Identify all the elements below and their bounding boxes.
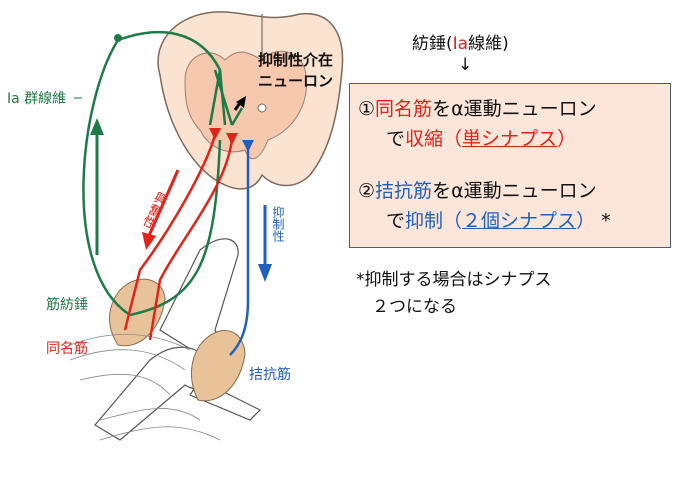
- box-line4-type: ２個シナプス: [462, 210, 577, 232]
- box-line2-pre: で: [386, 128, 406, 150]
- dorsal-root-ganglion: [114, 34, 122, 42]
- box-line2-close: ）: [557, 128, 577, 150]
- interneuron-label-line2: ニューロン: [258, 72, 334, 90]
- box-line2-type: 単シナプス: [462, 128, 558, 150]
- alpha-motor-fibers: [123, 134, 234, 341]
- box-line3-mid: をα運動ニューロン: [432, 180, 597, 202]
- box-line4-close: ）: [576, 210, 596, 232]
- box-line-1: ①同名筋をα運動ニューロン: [358, 94, 597, 121]
- box-line3-muscle: 拮抗筋: [375, 180, 433, 202]
- inhibitory-label: 抑制性: [271, 206, 285, 242]
- box-line2-open: （: [443, 128, 463, 150]
- spindle-fiber-header: 紡錘(Ia線維): [412, 29, 509, 54]
- box-line2-action: 収縮: [405, 128, 444, 150]
- box-line1-number: ①: [358, 98, 376, 120]
- blue-synapse-arrow: [242, 140, 254, 152]
- interneuron-label: 抑制性介在 ニューロン: [258, 50, 333, 92]
- box-line1-muscle: 同名筋: [375, 98, 433, 120]
- muscle-spindle-label: 筋紡錘: [46, 297, 88, 313]
- down-arrow-icon: ↓: [458, 55, 473, 75]
- box-line4-action: 抑制: [405, 210, 444, 232]
- excitatory-arrow: [146, 169, 180, 239]
- central-canal: [257, 103, 267, 113]
- red-synapse-arrow-2: [226, 133, 238, 145]
- box-line3-number: ②: [358, 180, 376, 202]
- info-box: ①同名筋をα運動ニューロン で収縮（単シナプス） ②拮抗筋をα運動ニューロン で…: [349, 83, 671, 248]
- box-line-2: で収縮（単シナプス）: [386, 124, 576, 151]
- note-line-2: ２つになる: [372, 297, 457, 317]
- box-line1-mid: をα運動ニューロン: [432, 98, 597, 120]
- homonymous-muscle-label: 同名筋: [46, 341, 88, 357]
- header-suffix: 線維): [468, 34, 509, 54]
- inhibitory-fiber: [229, 145, 250, 356]
- interneuron-label-line1: 抑制性介在: [258, 51, 334, 69]
- box-line4-mark: *: [601, 210, 611, 232]
- box-line-3: ②拮抗筋をα運動ニューロン: [358, 176, 597, 203]
- box-line4-open: （: [443, 210, 463, 232]
- header-ia: Ia: [452, 34, 469, 54]
- ia-fiber-label: Ia 群線維: [7, 91, 67, 107]
- antagonist-muscle-label: 拮抗筋: [249, 367, 291, 383]
- header-prefix: 紡錘(: [412, 34, 453, 54]
- box-line-4: で抑制（２個シナプス）*: [386, 206, 611, 233]
- red-synapse-arrow-1: [209, 128, 221, 140]
- box-line4-pre: で: [386, 210, 406, 232]
- note-line-1: *抑制する場合はシナプス: [356, 270, 552, 290]
